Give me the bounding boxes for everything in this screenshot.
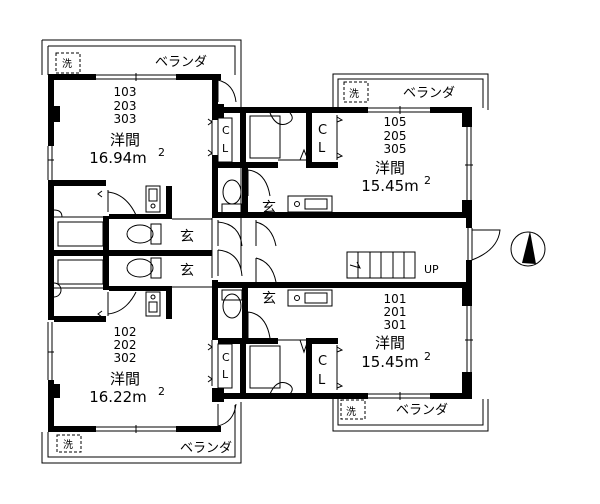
area-sup-101: 2	[424, 350, 431, 363]
room-type-102: 洋間	[110, 370, 140, 388]
closet-label-l-103: L	[222, 142, 229, 155]
unit-number-105: 105	[384, 115, 407, 129]
room-area-103: 16.94m	[89, 149, 147, 167]
entrance-label-105: 玄	[262, 199, 276, 216]
veranda-label-103: ベランダ	[155, 55, 207, 70]
bath-block-103: 玄	[48, 185, 212, 250]
entrance-label-103: 玄	[180, 228, 194, 245]
corridor: UP	[255, 218, 501, 284]
unit-number-101: 101	[384, 292, 407, 306]
unit-number-202: 202	[114, 338, 137, 352]
entrance-label-101: 玄	[262, 290, 276, 307]
closet-label-c-105: C	[318, 123, 327, 138]
unit-number-103: 103	[114, 85, 137, 99]
north-arrow-icon	[510, 231, 546, 267]
unit-number-303: 303	[114, 112, 137, 126]
stairs-label: UP	[424, 263, 439, 276]
room-area-105: 15.45m	[361, 177, 419, 195]
closet-label-l-105: L	[318, 141, 326, 156]
room-type-105: 洋間	[375, 159, 405, 177]
closet-label-c-101: C	[318, 354, 327, 369]
washer-label-102: 洗	[63, 439, 73, 451]
unit-number-301: 301	[384, 318, 407, 332]
closet-label-l-101: L	[318, 373, 326, 388]
entrance-label-102: 玄	[180, 262, 194, 279]
area-sup-102: 2	[158, 385, 165, 398]
unit-number-201: 201	[384, 305, 407, 319]
closet-label-c-103: C	[222, 124, 230, 137]
closet-label-c-102: C	[222, 351, 230, 364]
unit-number-305: 305	[384, 142, 407, 156]
area-sup-103: 2	[158, 146, 165, 159]
washer-label-103: 洗	[62, 58, 72, 70]
room-area-102: 16.22m	[89, 388, 147, 406]
unit-101: 玄 C L 101 201 301 洋間 15.45m 2	[212, 282, 473, 400]
veranda-102: 洗 ベランダ	[41, 402, 242, 464]
unit-number-302: 302	[114, 351, 137, 365]
veranda-101: 洗 ベランダ	[332, 399, 489, 432]
area-sup-105: 2	[424, 174, 431, 187]
unit-number-205: 205	[384, 129, 407, 143]
room-area-101: 15.45m	[361, 353, 419, 371]
unit-102: C L 102 202 302 洋間 16.22m 2	[47, 320, 237, 433]
unit-105: C L 玄 105 205 305 洋間 15.45m 2	[212, 106, 473, 218]
washer-label-101: 洗	[346, 406, 356, 418]
veranda-label-102: ベランダ	[180, 441, 232, 456]
closet-label-l-102: L	[222, 368, 229, 381]
bath-block-102: 玄	[48, 256, 212, 322]
unit-number-102: 102	[114, 325, 137, 339]
veranda-105: 洗 ベランダ	[332, 73, 489, 110]
room-type-101: 洋間	[375, 334, 405, 352]
veranda-label-105: ベランダ	[403, 86, 455, 101]
unit-number-203: 203	[114, 99, 137, 113]
unit-103: C L 103 203 303 洋間 16.94m 2	[47, 73, 237, 190]
veranda-label-101: ベランダ	[396, 403, 448, 418]
washer-label-105: 洗	[349, 88, 359, 100]
room-type-103: 洋間	[110, 131, 140, 149]
